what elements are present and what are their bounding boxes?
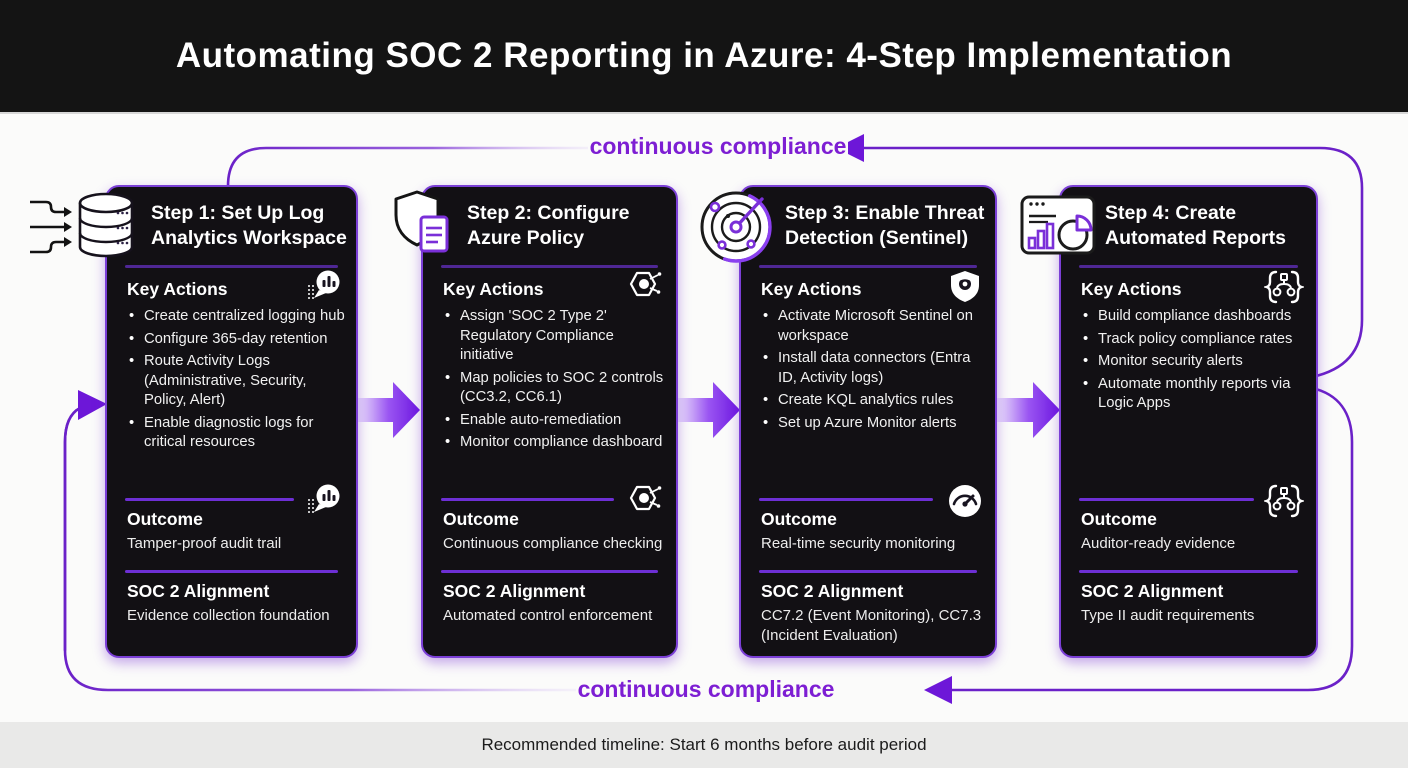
divider xyxy=(125,265,338,268)
key-action: Enable diagnostic logs for critical reso… xyxy=(127,414,348,453)
key-action: Activate Microsoft Sentinel on workspace xyxy=(761,307,987,346)
key-action: Track policy compliance rates xyxy=(1081,330,1308,350)
alignment-heading: SOC 2 Alignment xyxy=(1081,581,1224,601)
top-loop-line-left xyxy=(226,146,602,192)
chart-bubble-icon xyxy=(306,483,344,522)
divider xyxy=(441,265,658,268)
key-actions-list: Activate Microsoft Sentinel on workspace… xyxy=(761,307,987,436)
divider xyxy=(125,570,338,573)
shield-eye-icon xyxy=(947,269,983,308)
outcome-text: Continuous compliance checking xyxy=(443,535,663,552)
alignment-text: CC7.2 (Event Monitoring), CC7.3 (Inciden… xyxy=(761,607,982,644)
key-action: Route Activity Logs (Administrative, Sec… xyxy=(127,352,348,411)
policy-hexagon-icon xyxy=(624,483,664,522)
step-1-card: Step 1: Set Up Log Analytics Workspace K… xyxy=(105,185,358,658)
outcome-text: Real-time security monitoring xyxy=(761,535,956,552)
divider xyxy=(1079,570,1298,573)
key-action: Assign 'SOC 2 Type 2' Regulatory Complia… xyxy=(443,307,668,366)
chart-bubble-icon xyxy=(306,269,344,308)
continuous-compliance-label-bottom: continuous compliance xyxy=(576,676,836,703)
outcome-text: Tamper-proof audit trail xyxy=(127,535,282,552)
divider xyxy=(125,498,294,501)
logic-apps-braces-icon xyxy=(1262,483,1306,524)
alignment-heading: SOC 2 Alignment xyxy=(761,581,904,601)
alignment-text: Automated control enforcement xyxy=(443,607,653,624)
policy-hexagon-icon xyxy=(624,269,664,308)
gauge-icon xyxy=(947,483,983,524)
step-4-title: Step 4: Create Automated Reports xyxy=(1105,202,1286,249)
key-actions-heading: Key Actions xyxy=(1081,279,1182,299)
divider xyxy=(759,265,977,268)
divider xyxy=(759,570,977,573)
key-action: Enable auto-remediation xyxy=(443,411,668,431)
outcome-heading: Outcome xyxy=(443,509,519,529)
key-action: Monitor security alerts xyxy=(1081,352,1308,372)
divider xyxy=(441,570,658,573)
step3-to-step4-arrow xyxy=(997,382,1060,438)
outcome-heading: Outcome xyxy=(1081,509,1157,529)
key-action: Create centralized logging hub xyxy=(127,307,348,327)
key-actions-heading: Key Actions xyxy=(443,279,544,299)
step-2-title: Step 2: Configure Azure Policy xyxy=(467,202,630,249)
bottom-loop-arrowhead xyxy=(924,676,952,704)
step1-to-step2-arrow xyxy=(357,382,420,438)
alignment-heading: SOC 2 Alignment xyxy=(443,581,586,601)
key-action: Create KQL analytics rules xyxy=(761,391,987,411)
loop-entry-arrowhead xyxy=(78,390,107,420)
outcome-heading: Outcome xyxy=(761,509,837,529)
shield-document-icon xyxy=(390,188,464,267)
key-action: Map policies to SOC 2 controls (CC3.2, C… xyxy=(443,369,668,408)
key-actions-heading: Key Actions xyxy=(127,279,228,299)
page-title: Automating SOC 2 Reporting in Azure: 4-S… xyxy=(175,36,1233,75)
divider xyxy=(1079,498,1254,501)
title-bar: Automating SOC 2 Reporting in Azure: 4-S… xyxy=(0,0,1408,114)
key-actions-list: Build compliance dashboards Track policy… xyxy=(1081,307,1308,417)
key-action: Set up Azure Monitor alerts xyxy=(761,414,987,434)
divider xyxy=(759,498,933,501)
database-log-sources-icon xyxy=(28,190,138,269)
divider xyxy=(1079,265,1298,268)
step-3-title: Step 3: Enable Threat Detection (Sentine… xyxy=(785,202,985,249)
key-actions-heading: Key Actions xyxy=(761,279,862,299)
continuous-compliance-label-top: continuous compliance xyxy=(588,133,848,160)
step2-to-step3-arrow xyxy=(677,382,740,438)
key-action: Monitor compliance dashboard xyxy=(443,433,668,453)
alignment-text: Evidence collection foundation xyxy=(127,607,330,624)
radar-icon xyxy=(698,188,778,273)
divider xyxy=(441,498,614,501)
timeline-text: Recommended timeline: Start 6 months bef… xyxy=(481,735,927,754)
report-window-icon xyxy=(1020,191,1104,266)
bottom-loop-left-riser xyxy=(63,406,82,652)
key-actions-list: Assign 'SOC 2 Type 2' Regulatory Complia… xyxy=(443,307,668,456)
outcome-text: Auditor-ready evidence xyxy=(1081,535,1236,552)
alignment-text: Type II audit requirements xyxy=(1081,607,1255,624)
alignment-heading: SOC 2 Alignment xyxy=(127,581,270,601)
outcome-heading: Outcome xyxy=(127,509,203,529)
key-actions-list: Create centralized logging hub Configure… xyxy=(127,307,348,456)
step-1-title: Step 1: Set Up Log Analytics Workspace xyxy=(151,202,347,249)
key-action: Automate monthly reports via Logic Apps xyxy=(1081,375,1308,414)
logic-apps-braces-icon xyxy=(1262,269,1306,310)
timeline-bar: Recommended timeline: Start 6 months bef… xyxy=(0,722,1408,768)
key-action: Install data connectors (Entra ID, Activ… xyxy=(761,349,987,388)
key-action: Configure 365-day retention xyxy=(127,330,348,350)
